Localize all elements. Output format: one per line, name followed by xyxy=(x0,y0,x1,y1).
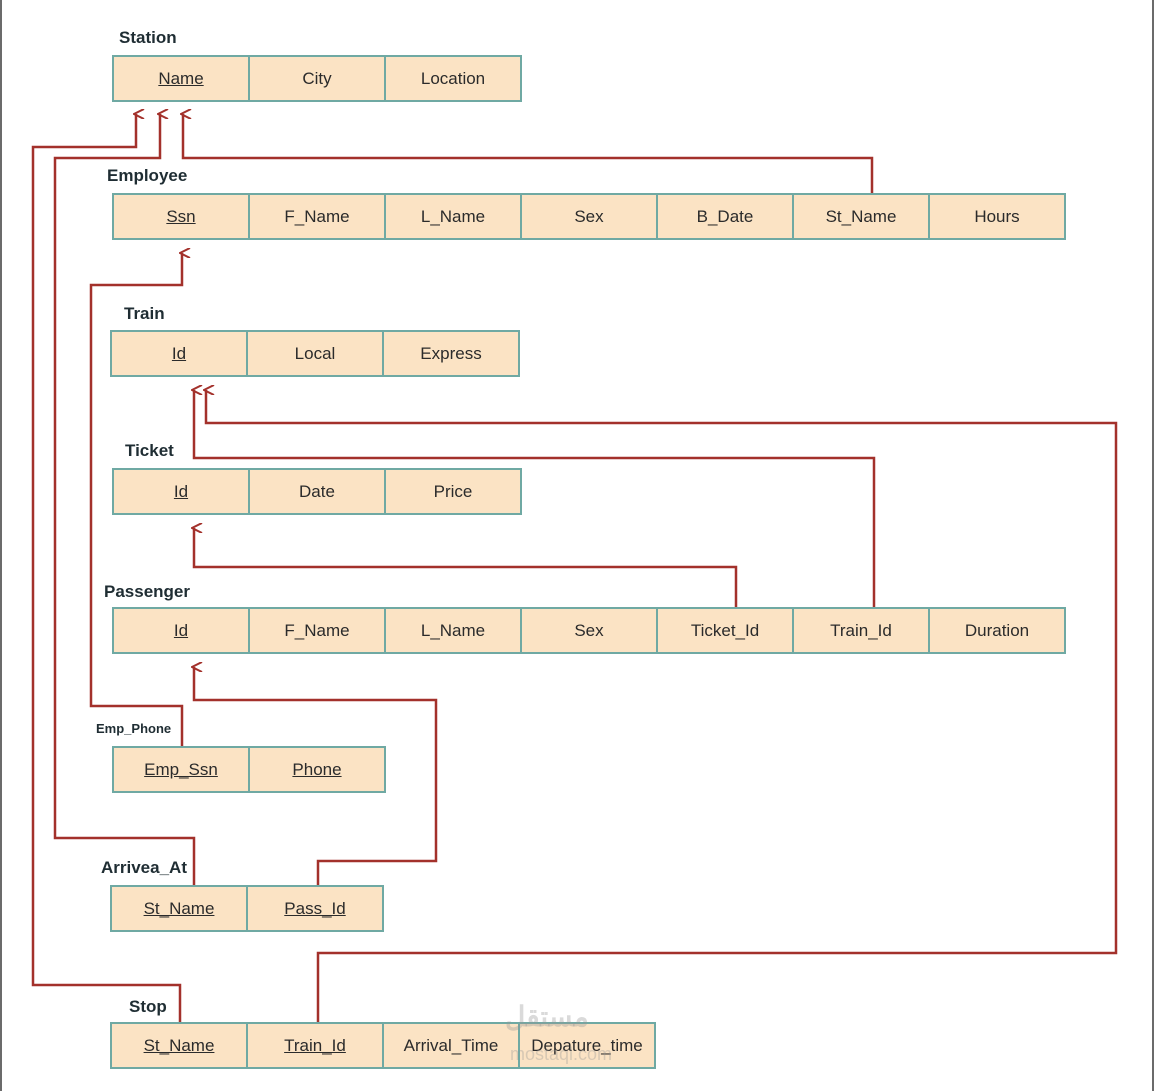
train-attr-local: Local xyxy=(246,330,384,377)
employee-attr-sex: Sex xyxy=(520,193,658,240)
fk-arriveaat-passenger-line xyxy=(194,667,438,885)
arriveaat-title: Arrivea_At xyxy=(101,858,187,877)
passenger-attr-trainid: Train_Id xyxy=(792,607,930,654)
employee-attr-hours: Hours xyxy=(928,193,1066,240)
arriveaat-attr-passid: Pass_Id xyxy=(246,885,384,932)
stop-attr-stname: St_Name xyxy=(110,1022,248,1069)
fk-arriveaat-station-line xyxy=(53,114,196,885)
station-title: Station xyxy=(119,28,177,47)
fk-stop-train-line xyxy=(206,390,1118,1022)
ticket-attr-id: Id xyxy=(112,468,250,515)
passenger-table: Id F_Name L_Name Sex Ticket_Id Train_Id … xyxy=(112,607,1066,654)
passenger-attr-lname: L_Name xyxy=(384,607,522,654)
employee-title: Employee xyxy=(107,166,188,185)
watermark-logo: مستقل xyxy=(505,1001,589,1032)
employee-attr-stname: St_Name xyxy=(792,193,930,240)
fk-passenger-train-line xyxy=(194,390,876,608)
arriveaat-attr-stname: St_Name xyxy=(110,885,248,932)
passenger-attr-id: Id xyxy=(112,607,250,654)
employee-table: Ssn F_Name L_Name Sex B_Date St_Name Hou… xyxy=(112,193,1066,240)
passenger-attr-sex: Sex xyxy=(520,607,658,654)
fk-empphone-employee-line xyxy=(89,253,182,746)
passenger-attr-duration: Duration xyxy=(928,607,1066,654)
stop-attr-arrivaltime: Arrival_Time xyxy=(382,1022,520,1069)
fk-employee-station-line xyxy=(183,114,874,193)
arriveaat-table: St_Name Pass_Id xyxy=(110,885,384,932)
ticket-title: Ticket xyxy=(125,441,174,460)
employee-attr-bdate: B_Date xyxy=(656,193,794,240)
empphone-attr-empssn: Emp_Ssn xyxy=(112,746,250,793)
ticket-attr-price: Price xyxy=(384,468,522,515)
watermark-url: mostaql.com xyxy=(510,1044,613,1064)
station-table: Name City Location xyxy=(112,55,522,102)
employee-attr-fname: F_Name xyxy=(248,193,386,240)
passenger-title: Passenger xyxy=(104,582,190,601)
ticket-attr-date: Date xyxy=(248,468,386,515)
passenger-attr-fname: F_Name xyxy=(248,607,386,654)
ticket-table: Id Date Price xyxy=(112,468,522,515)
employee-attr-ssn: Ssn xyxy=(112,193,250,240)
passenger-attr-ticketid: Ticket_Id xyxy=(656,607,794,654)
empphone-title: Emp_Phone xyxy=(96,721,172,736)
station-attr-name: Name xyxy=(112,55,250,102)
empphone-attr-phone: Phone xyxy=(248,746,386,793)
stop-table: St_Name Train_Id Arrival_Time Depature_t… xyxy=(110,1022,656,1069)
train-attr-express: Express xyxy=(382,330,520,377)
fk-stop-station-line xyxy=(31,114,182,1022)
station-attr-city: City xyxy=(248,55,386,102)
stop-title: Stop xyxy=(129,997,167,1016)
station-attr-location: Location xyxy=(384,55,522,102)
train-title: Train xyxy=(124,304,165,323)
train-attr-id: Id xyxy=(110,330,248,377)
employee-attr-lname: L_Name xyxy=(384,193,522,240)
stop-attr-depaturetime: Depature_time xyxy=(518,1022,656,1069)
stop-attr-trainid: Train_Id xyxy=(246,1022,384,1069)
fk-passenger-ticket-line xyxy=(194,528,738,608)
train-table: Id Local Express xyxy=(110,330,520,377)
empphone-table: Emp_Ssn Phone xyxy=(112,746,386,793)
